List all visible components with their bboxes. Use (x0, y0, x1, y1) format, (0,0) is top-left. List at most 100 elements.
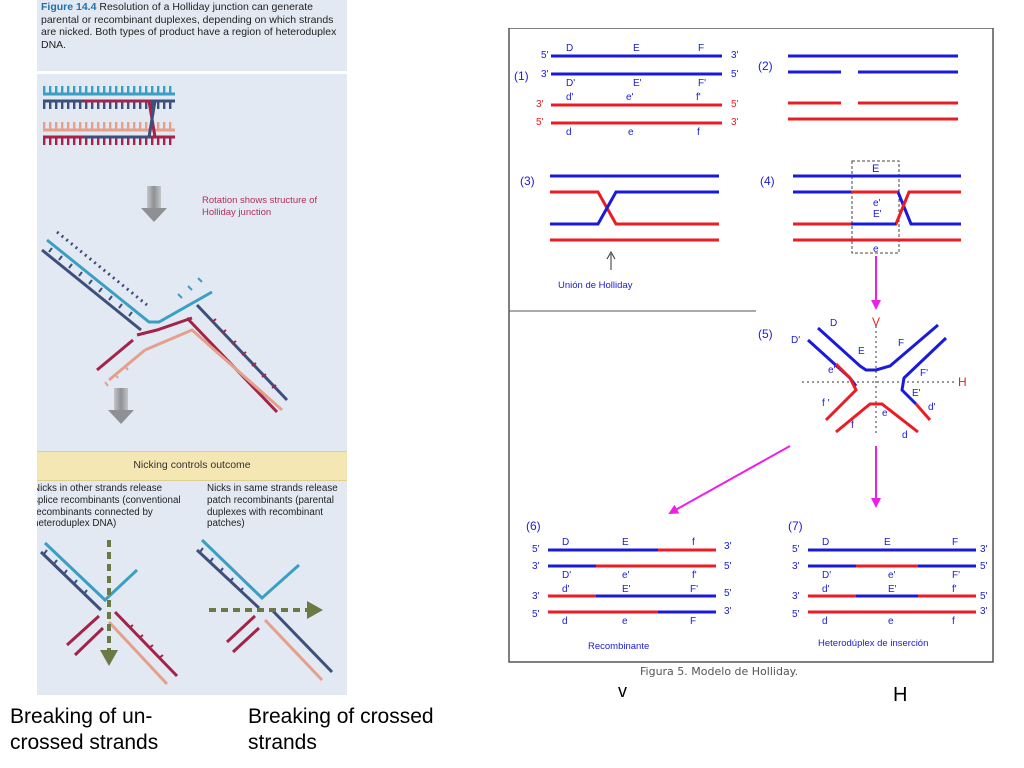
strand-letter: F' (952, 570, 960, 581)
holliday-model-figure: (1) 5' 3' 3' 5' D E F D' E' F' 3' 5' 5' … (508, 28, 994, 663)
holliday-junction-x (41, 230, 289, 414)
panel-number: (2) (758, 59, 773, 73)
strand-letter: d' (562, 584, 570, 595)
patch-description: Nicks in same strands release patch reco… (207, 483, 338, 530)
strand-letter: E (872, 163, 879, 175)
patch-recombinant-x (195, 538, 334, 682)
strand-letter: d (562, 616, 568, 627)
rotation-arrow (141, 186, 167, 222)
end-label: 5' (731, 99, 739, 110)
panel-number: (6) (526, 519, 541, 533)
panel-3: (3) Unión de Holliday (520, 174, 719, 291)
end-label: 3' (731, 117, 739, 128)
end-label: 3' (980, 544, 988, 555)
figure-5-caption: Figura 5. Modelo de Holliday. (640, 665, 799, 678)
strand-letter: e' (873, 198, 881, 209)
strand-letter: E' (912, 388, 921, 399)
strand-letter: e (628, 127, 634, 138)
figure-caption: Figure 14.4 Resolution of a Holliday jun… (41, 1, 343, 51)
panel-title: Heterodúplex de inserción (818, 638, 928, 649)
strand-letter: d (902, 430, 908, 441)
panel-number: (3) (520, 174, 535, 188)
end-label: 3' (731, 50, 739, 61)
strand-letter: D (566, 43, 573, 54)
strand-letter: F (698, 43, 704, 54)
figure-caption-body: Resolution of a Holliday junction can ge… (41, 1, 337, 51)
panel-6: (6) 5' 3' 3' 5' 3' 5' 5' 3' D E f D' e' … (526, 519, 732, 652)
duplex-pair-linear (43, 86, 175, 145)
strand-letter: e' (828, 365, 836, 376)
strand-letter: e (622, 616, 628, 627)
strand-letter: f (692, 537, 695, 548)
panel-number: (7) (788, 519, 803, 533)
nicking-arrow (108, 388, 134, 424)
v-axis-label: V (872, 315, 880, 329)
strand-letter: D (562, 537, 569, 548)
end-label: 5' (980, 591, 988, 602)
strand-letter: f (952, 616, 955, 627)
nicking-banner: Nicking controls outcome (37, 451, 347, 481)
panel-title: Recombinante (588, 641, 649, 652)
end-label: 3' (792, 591, 800, 602)
nicking-banner-title: Nicking controls outcome (133, 459, 251, 471)
end-label: 5' (541, 50, 549, 61)
strand-letter: e' (626, 92, 634, 103)
strand-letter: F' (698, 78, 706, 89)
v-label: v (618, 681, 627, 701)
strand-letter: d (566, 127, 572, 138)
strand-letter: f (697, 127, 700, 138)
end-label: 3' (536, 99, 544, 110)
end-label: 3' (532, 591, 540, 602)
splice-description: Nicks in other strands release splice re… (37, 483, 181, 530)
end-label: 5' (980, 561, 988, 572)
strand-letter: E' (622, 584, 631, 595)
end-label: 5' (724, 588, 732, 599)
end-label: 3' (980, 606, 988, 617)
strand-letter: E' (873, 209, 882, 220)
figure-frame (508, 28, 994, 663)
panel-5: (5) V H D D' E F e' F' E' f ' d' e f d (758, 315, 967, 441)
h-axis-label: H (958, 375, 967, 389)
panel-7: (7) 5' 3' 3' 5' 3' 5' 5' 3' D E F D' e' … (788, 519, 988, 649)
end-label: 3' (541, 69, 549, 80)
figure-caption-box: Figure 14.4 Resolution of a Holliday jun… (37, 0, 347, 70)
strand-letter: E (622, 537, 629, 548)
strand-letter: F (952, 537, 958, 548)
panel-2: (2) (758, 54, 958, 121)
strand-letter: D' (791, 335, 800, 346)
end-label: 5' (724, 561, 732, 572)
strand-letter: E' (633, 78, 642, 89)
rotation-label: Rotation shows structure of Holliday jun… (202, 195, 318, 218)
strand-letter: e (882, 408, 888, 419)
end-label: 5' (532, 609, 540, 620)
panel-number: (4) (760, 174, 775, 188)
strand-letter: D' (822, 570, 831, 581)
strand-letter: D' (566, 78, 575, 89)
strand-letter: f' (952, 584, 957, 595)
end-label: 3' (532, 561, 540, 572)
panel-number: (5) (758, 327, 773, 341)
splice-recombinant-x (39, 540, 179, 686)
strand-letter: f' (692, 570, 697, 581)
strand-letter: d' (566, 92, 574, 103)
strand-letter: E (884, 537, 891, 548)
caption-divider (37, 71, 347, 74)
strand-letter: d (822, 616, 828, 627)
strand-letter: d' (822, 584, 830, 595)
strand-letter: F (690, 616, 696, 627)
strand-letter: d' (928, 402, 936, 413)
strand-letter: D (822, 537, 829, 548)
strand-letter: e' (622, 570, 630, 581)
strand-letter: D' (562, 570, 571, 581)
end-label: 5' (792, 544, 800, 555)
end-label: 5' (731, 69, 739, 80)
strand-letter: E (858, 346, 865, 357)
strand-letter: f (851, 420, 854, 431)
figure-number: Figure 14.4 (41, 1, 97, 13)
strand-letter: e (888, 616, 894, 627)
end-label: 5' (532, 544, 540, 555)
strand-letter: F (898, 338, 904, 349)
left-figure-panel: Figure 14.4 Resolution of a Holliday jun… (37, 0, 347, 695)
left-figure-drawing (39, 86, 334, 686)
